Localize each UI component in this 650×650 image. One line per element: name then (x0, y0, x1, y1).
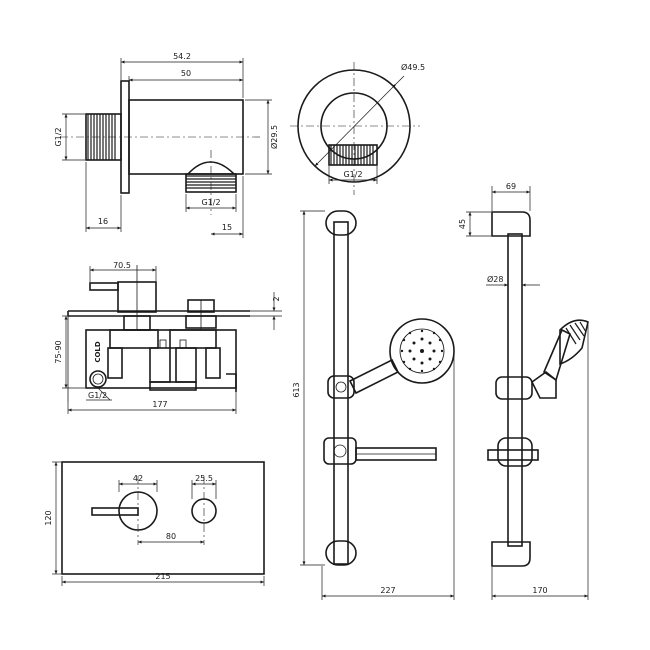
riser-rail-side-view: 69 45 Ø28 170 (458, 182, 589, 600)
dim-body-depth: 50 (181, 69, 191, 78)
wall-outlet-front-view: Ø49.5 G1/2 (290, 62, 425, 195)
valve-front-plate: 120 42 25.5 80 215 (44, 461, 265, 586)
dim-handle-spacing: 80 (166, 532, 176, 541)
top-bracket-side (491, 211, 531, 237)
dim-plate-height: 120 (44, 510, 53, 525)
dim-plate-gap: 2 (272, 296, 281, 301)
handset-slider-side (495, 370, 557, 400)
riser-rail (333, 221, 349, 565)
soap-holder-front (323, 437, 437, 465)
dim-inlet-thread-valve: G1/2 (88, 391, 107, 400)
dim-wall-depth: 75-90 (54, 340, 63, 363)
dim-handle-diameter: 42 (133, 474, 143, 483)
hand-shower-front (348, 318, 455, 395)
wall-outlet-side-view: 54.2 50 G1/2 16 G1/2 15 Ø29.5 (54, 52, 279, 238)
riser-rail-front-view: 613 227 (292, 210, 455, 600)
dim-bracket-height: 45 (458, 219, 467, 229)
cold-label: COLD (94, 341, 102, 363)
dim-outlet-offset: 15 (222, 223, 232, 232)
bottom-bracket-side (491, 541, 531, 567)
handset-slider (327, 375, 355, 399)
dim-valve-total-width: 177 (152, 400, 167, 409)
dim-bracket-width: 69 (506, 182, 516, 191)
valve-handle-side (89, 265, 157, 331)
dim-riser-depth: 170 (532, 586, 547, 595)
dim-thread-length: 16 (98, 217, 108, 226)
bottom-bracket (325, 540, 357, 566)
valve-section-view: COLD 70.5 2 75-90 G1/2 177 (54, 261, 282, 414)
hand-shower-side (543, 319, 589, 382)
dim-cartridge-width: 70.5 (113, 261, 131, 270)
dim-knob-diameter: 25.5 (195, 474, 213, 483)
top-bracket (325, 210, 357, 236)
soap-holder-side (487, 437, 539, 467)
dim-outlet-thread: G1/2 (201, 198, 220, 207)
riser-rail-side (507, 233, 523, 547)
dim-front-thread: G1/2 (343, 170, 362, 179)
dim-plate-width: 215 (155, 572, 170, 581)
outlet-front-thread (328, 144, 378, 166)
dim-inlet-thread: G1/2 (54, 127, 63, 146)
main-handle-front (91, 476, 158, 545)
diverter-knob-side (185, 299, 217, 330)
valve-body (85, 329, 237, 392)
dim-body-diameter: Ø29.5 (269, 125, 279, 149)
dim-flange-diameter: Ø49.5 (401, 62, 425, 72)
dim-rail-diameter: Ø28 (487, 274, 503, 284)
faceplate-outline (61, 461, 265, 575)
diverter-knob-front (191, 476, 217, 545)
dim-total-depth: 54.2 (173, 52, 191, 61)
outlet-hose-connector (185, 161, 237, 193)
dim-riser-projection: 227 (380, 586, 395, 595)
dim-riser-height: 613 (292, 382, 301, 397)
